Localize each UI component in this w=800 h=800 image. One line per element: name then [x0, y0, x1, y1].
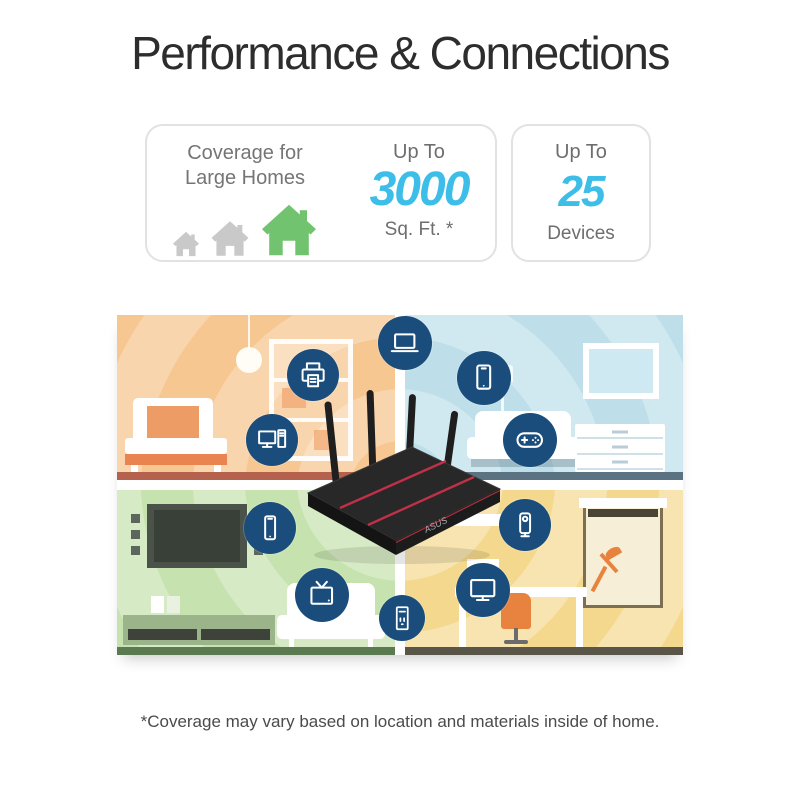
ceiling-lamp	[236, 347, 262, 373]
coverage-footnote: *Coverage may vary based on location and…	[140, 712, 660, 731]
drawer-handle	[612, 460, 628, 464]
coverage-label: Coverage for Large Homes	[185, 141, 305, 191]
big-tv-screen	[154, 510, 240, 562]
smartphone-icon	[244, 502, 296, 554]
desk-leg	[576, 597, 583, 647]
devices-value: 25	[558, 167, 606, 216]
drawer-handle	[612, 430, 628, 434]
window	[579, 498, 667, 608]
antenna	[324, 401, 341, 495]
living-room-floor	[405, 472, 683, 480]
bed-pillow	[147, 406, 199, 440]
media-player	[128, 629, 197, 640]
shelf	[274, 418, 348, 422]
bed	[125, 398, 227, 472]
gamepad-icon	[503, 413, 557, 467]
standing-frame	[167, 596, 180, 613]
media-room-floor	[117, 647, 395, 655]
router-front-stripe	[395, 489, 501, 544]
window-blind	[588, 509, 658, 517]
asus-router: ASUS	[306, 390, 502, 564]
house-small-icon	[172, 231, 200, 257]
house-medium-icon	[210, 220, 250, 257]
dresser	[575, 424, 665, 472]
home-connections-illustration: ASUS	[105, 310, 695, 668]
coverage-card: Coverage for Large Homes	[145, 124, 497, 262]
coverage-upto-label: Up To	[393, 141, 445, 163]
floor-lamp-pole	[501, 381, 504, 415]
bed-mattress	[125, 438, 227, 454]
coverage-unit: Sq. Ft. *	[384, 218, 454, 240]
speaker-box	[131, 514, 140, 523]
drawer	[577, 441, 663, 455]
drawer	[577, 426, 663, 440]
router-shadow	[314, 546, 490, 564]
speaker-box	[131, 530, 140, 539]
desk-leg	[459, 597, 466, 647]
wall-tv	[583, 343, 659, 399]
tv-icon	[295, 568, 349, 622]
stat-cards-row: Coverage for Large Homes	[145, 124, 651, 262]
desktop-pc-icon	[246, 414, 298, 466]
devices-upto-label: Up To	[555, 141, 607, 163]
router-front-right	[396, 489, 500, 555]
bed-leg	[131, 465, 138, 472]
smart-plug-icon	[379, 595, 425, 641]
sofa-leg	[289, 639, 294, 647]
router-red-stripe	[339, 459, 447, 510]
house-large-icon	[260, 203, 318, 257]
devices-card: Up To 25 Devices	[511, 124, 651, 262]
coverage-card-right: Up To 3000 Sq. Ft. *	[343, 126, 495, 260]
media-player	[201, 629, 270, 640]
smart-speaker-icon	[499, 499, 551, 551]
monitor-icon	[456, 563, 510, 617]
drawer	[577, 456, 663, 470]
coverage-label-line1: Coverage for	[187, 142, 303, 164]
router-red-stripe	[367, 475, 475, 527]
coverage-value: 3000	[369, 163, 471, 216]
drawer-handle	[612, 445, 628, 449]
bedroom-floor	[117, 472, 395, 480]
house-size-icons	[172, 199, 318, 257]
coverage-card-left: Coverage for Large Homes	[147, 126, 343, 260]
office-floor	[405, 647, 683, 655]
sofa-leg	[368, 639, 373, 647]
wall-tv-screen	[589, 349, 653, 393]
coverage-label-line2: Large Homes	[184, 167, 306, 189]
desk-top	[455, 587, 587, 597]
office-chair-pole	[514, 628, 518, 641]
page-title: Performance & Connections	[131, 27, 670, 79]
window-valance	[579, 498, 667, 508]
media-console	[123, 596, 275, 645]
bed-base	[125, 454, 227, 465]
standing-frame	[151, 596, 164, 613]
printer-icon	[287, 349, 339, 401]
ceiling-lamp-cord	[248, 315, 250, 349]
big-tv	[147, 504, 247, 568]
laptop-icon	[378, 316, 432, 370]
router-front-left	[308, 493, 396, 555]
bed-leg	[214, 465, 221, 472]
devices-unit: Devices	[547, 222, 615, 244]
tablet-icon	[457, 351, 511, 405]
speaker-box	[131, 546, 140, 555]
office-chair-base	[504, 640, 528, 644]
